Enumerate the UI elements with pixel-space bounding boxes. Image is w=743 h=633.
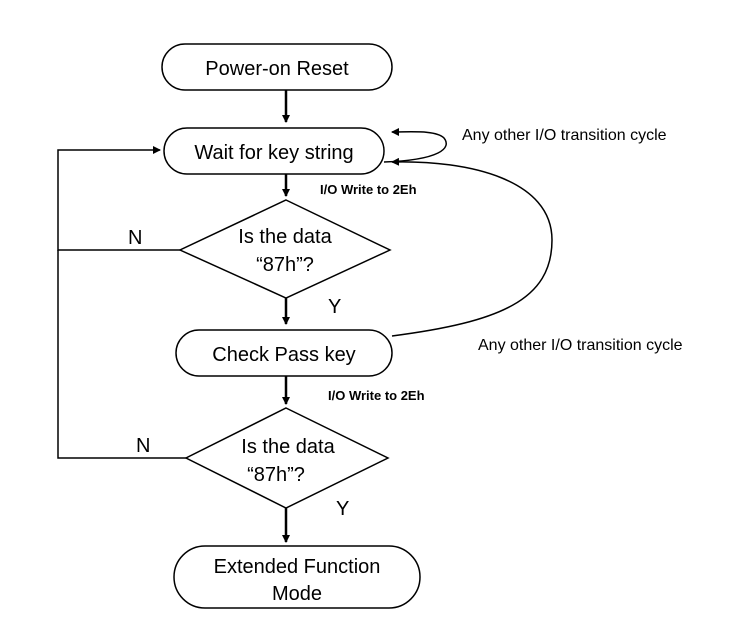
node-extended-line2: Mode: [272, 583, 322, 605]
edge-decision1-no: [57, 146, 180, 251]
edge-decision2-no: [57, 250, 186, 459]
edge-label-n1: N: [128, 227, 142, 249]
node-decision-2: Is the data “87h”?: [184, 407, 390, 509]
node-decision-1-line2: “87h”?: [256, 254, 314, 276]
node-decision-1-line1: Is the data: [238, 226, 332, 248]
edge-wait-self-loop: [383, 127, 447, 163]
node-power-on-reset: Power-on Reset: [161, 43, 393, 91]
edge-label-io-write-2: I/O Write to 2Eh: [328, 388, 425, 403]
edge-label-io-write-1: I/O Write to 2Eh: [320, 182, 417, 197]
node-decision-1: Is the data “87h”?: [178, 199, 392, 299]
node-decision-2-line2: “87h”?: [247, 464, 305, 486]
edge-label-n2: N: [136, 435, 150, 457]
node-extended-function-mode: Extended Function Mode: [173, 545, 421, 609]
node-check-pass-key: Check Pass key: [175, 329, 393, 377]
node-wait-key-string-label: Wait for key string: [194, 142, 353, 164]
node-decision-2-line1: Is the data: [241, 436, 335, 458]
edge-label-y1: Y: [328, 296, 341, 318]
node-extended-line1: Extended Function: [214, 556, 381, 578]
node-check-pass-key-label: Check Pass key: [212, 344, 355, 366]
edge-label-other-io-2: Any other I/O transition cycle: [478, 337, 683, 354]
node-wait-key-string: Wait for key string: [163, 127, 385, 175]
node-power-on-reset-label: Power-on Reset: [205, 58, 349, 80]
edge-label-y2: Y: [336, 498, 349, 520]
edge-checkpass-return: [391, 157, 553, 337]
edge-label-other-io-1: Any other I/O transition cycle: [462, 127, 667, 144]
